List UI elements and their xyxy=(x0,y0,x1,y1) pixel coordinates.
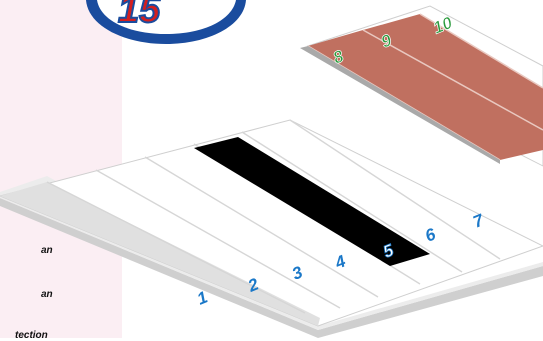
badge: 15 xyxy=(86,0,246,44)
badge-number: 15 xyxy=(118,0,161,31)
